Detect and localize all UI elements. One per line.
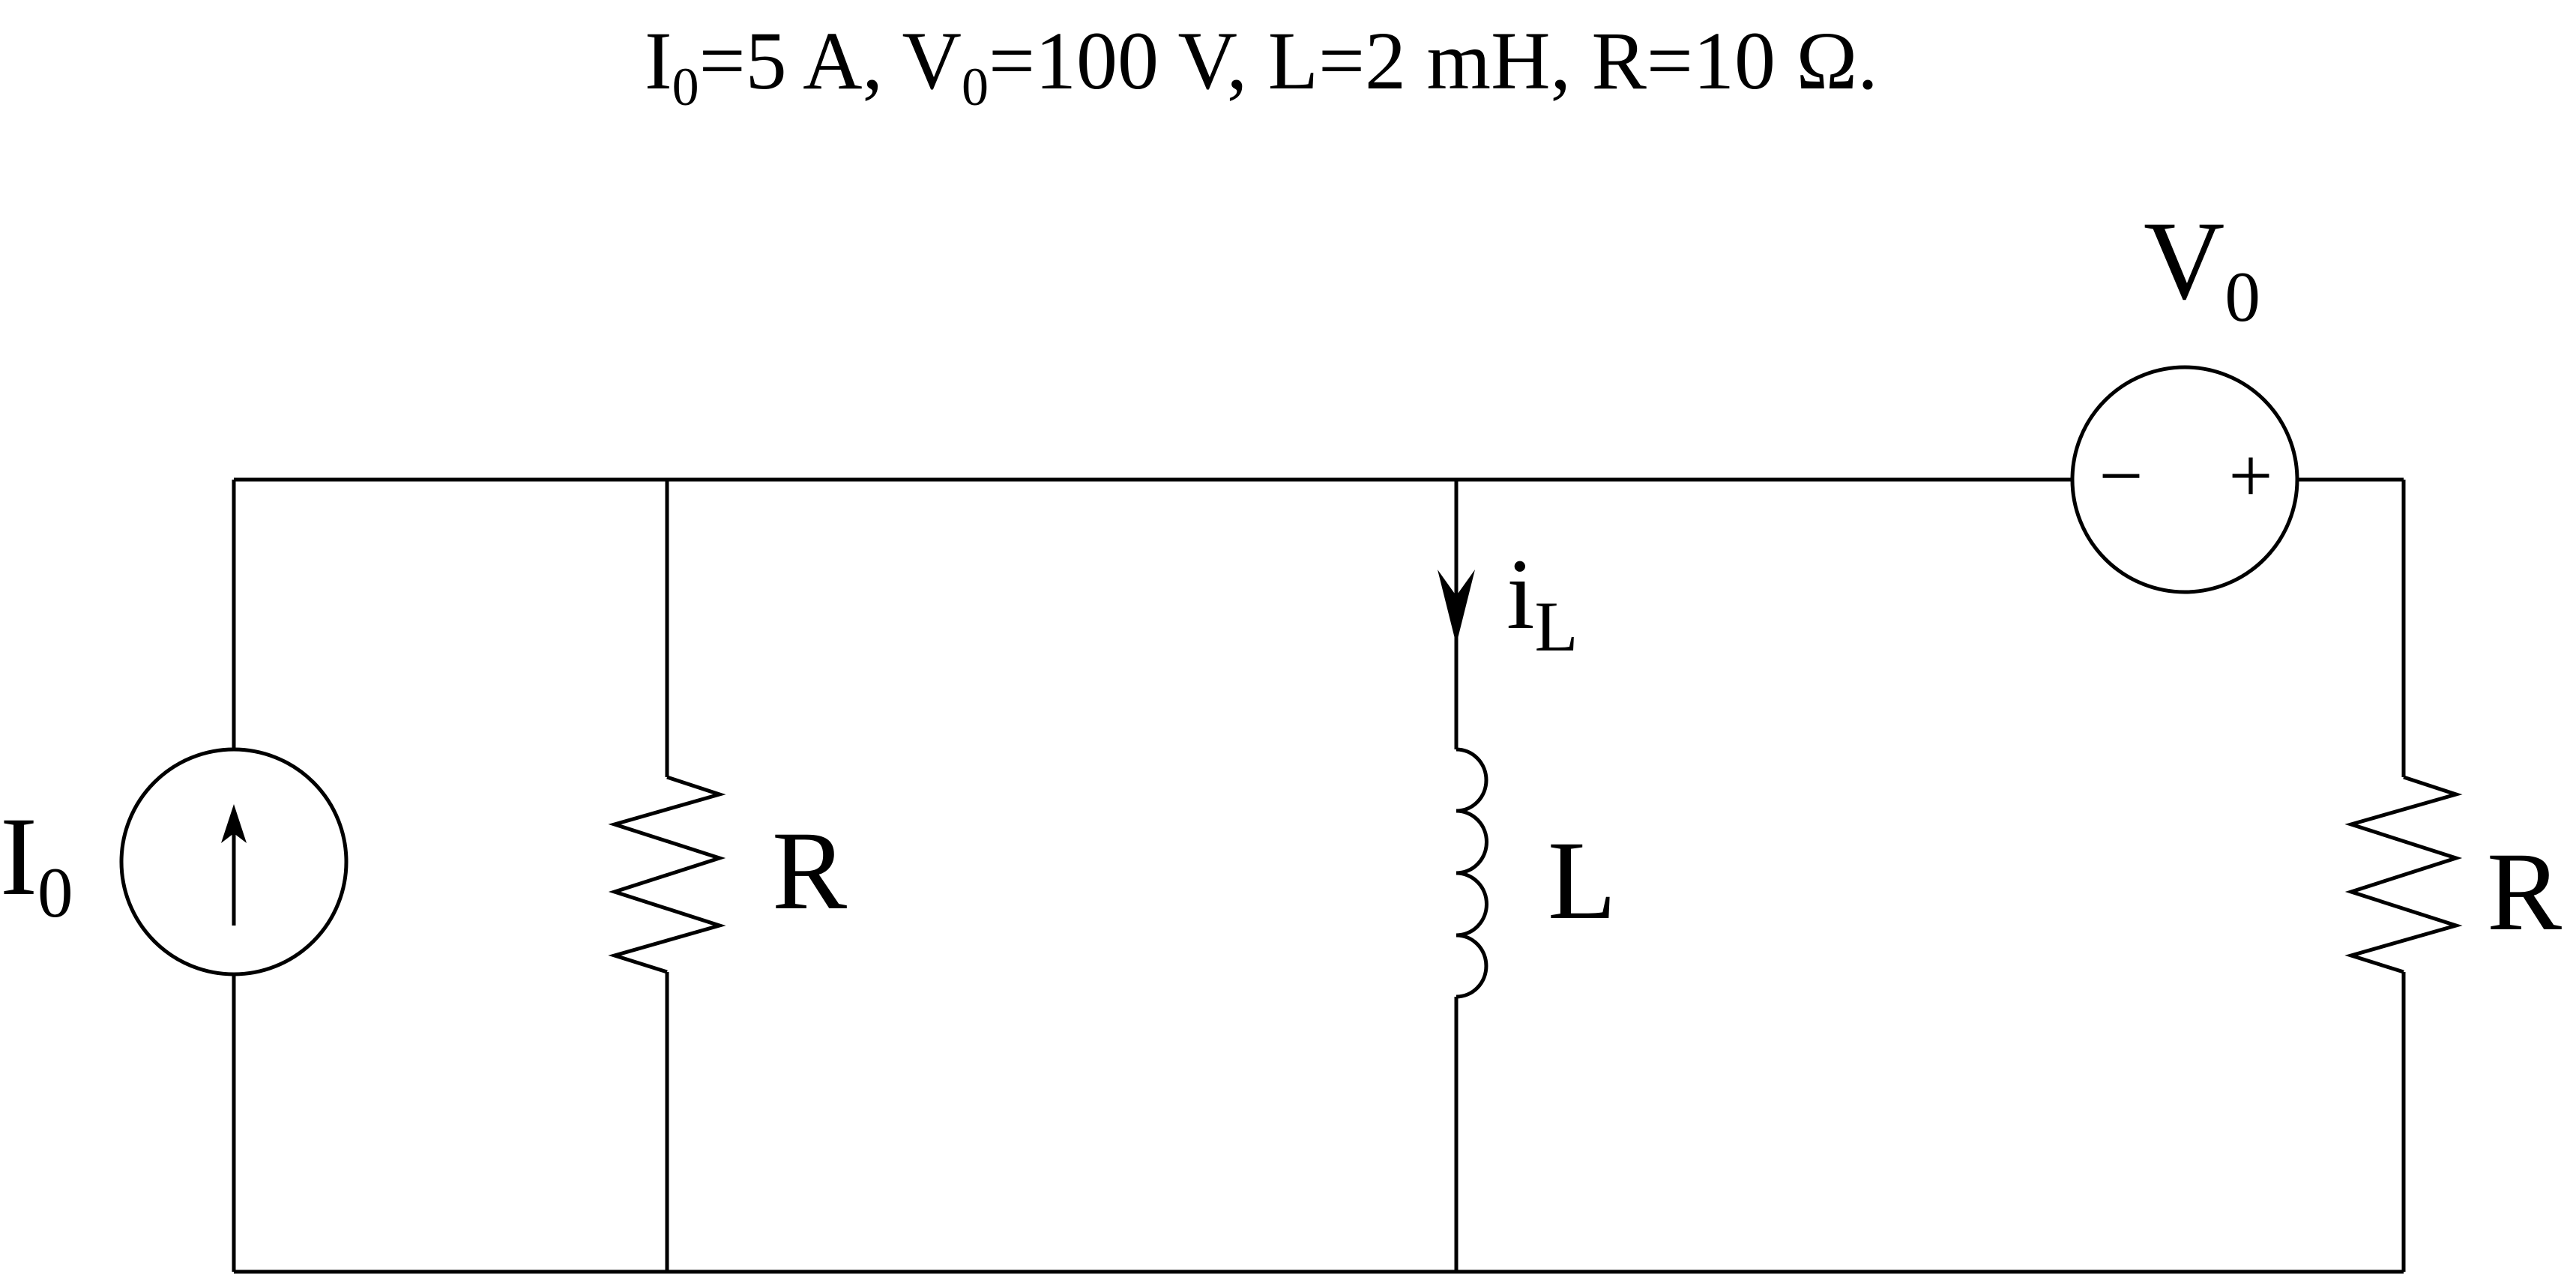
- inductor-label: L: [1548, 818, 1617, 943]
- resistor-right-label: R: [2487, 830, 2562, 954]
- inductor-coil: [1456, 747, 1488, 999]
- current-source: I0: [0, 747, 349, 976]
- current-source-label: I0: [0, 794, 73, 932]
- wires: [232, 477, 2406, 1274]
- voltage-source: − + V0: [2070, 199, 2299, 594]
- voltage-source-plus: +: [2228, 432, 2272, 519]
- current-source-circle: [119, 747, 349, 976]
- voltage-source-circle: [2070, 365, 2299, 594]
- voltage-source-label: V0: [2144, 199, 2260, 336]
- param-part: 0: [962, 57, 989, 117]
- inductor-current: iL: [1438, 539, 1578, 666]
- inductor-current-label: iL: [1506, 539, 1578, 666]
- resistor-left-label: R: [772, 809, 847, 933]
- inductor: L: [1456, 747, 1617, 999]
- param-part: =5 A, V: [699, 15, 962, 106]
- parameter-line: I0=5 A, V0=100 V, L=2 mH, R=10 Ω.: [645, 15, 1878, 117]
- resistor-right: R: [2344, 775, 2562, 974]
- resistor-right-zigzag: [2344, 775, 2463, 974]
- param-part: 0: [672, 57, 699, 117]
- current-source-arrow-head: [221, 804, 247, 843]
- voltage-source-minus: −: [2099, 432, 2143, 519]
- inductor-current-arrow-icon: [1438, 570, 1475, 644]
- param-part: =100 V, L=2 mH, R=10 Ω.: [989, 15, 1878, 106]
- param-part: I: [645, 15, 672, 106]
- resistor-left-zigzag: [608, 775, 726, 974]
- resistor-left: R: [608, 775, 847, 974]
